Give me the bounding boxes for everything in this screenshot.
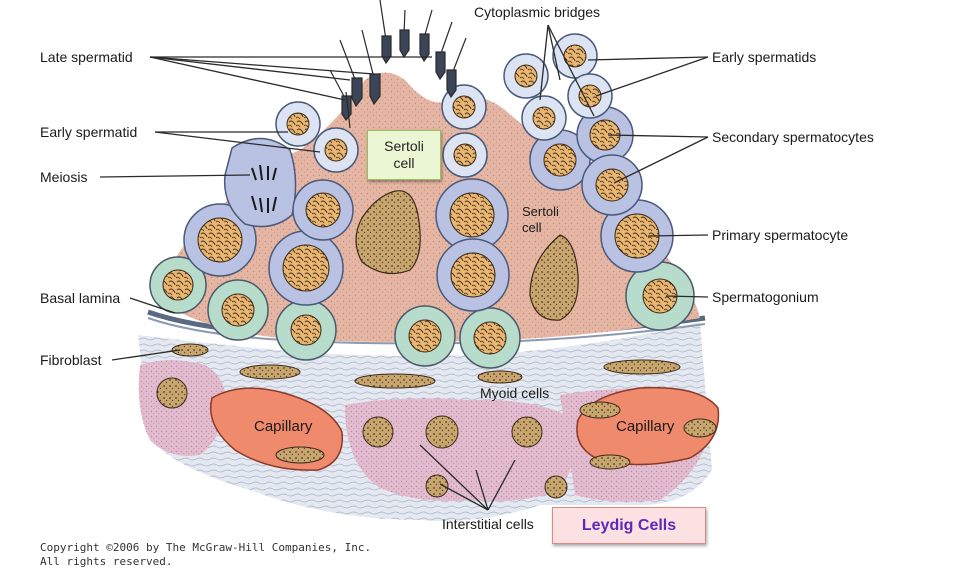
label-basal-lamina: Basal lamina	[40, 290, 121, 306]
label-early-spermatids: Early spermatids	[712, 49, 817, 65]
label-late-spermatid: Late spermatid	[40, 49, 133, 65]
spermatogonia	[149, 256, 695, 369]
label-sertoli-inner-line1: Sertoli	[522, 204, 559, 219]
early-spermatids	[275, 33, 613, 178]
label-spermatogonium: Spermatogonium	[712, 289, 819, 305]
leydig-callout-label: Leydig Cells	[581, 516, 677, 534]
label-cytoplasmic-bridges: Cytoplasmic bridges	[474, 4, 601, 20]
capillary-left	[210, 387, 344, 471]
meiosis-cell	[223, 137, 297, 228]
label-primary-spermatocyte: Primary spermatocyte	[712, 227, 849, 243]
label-myoid-cells: Myoid cells	[480, 385, 550, 401]
label-early-spermatid: Early spermatid	[40, 124, 138, 140]
leader-lines	[99, 24, 709, 511]
sertoli-nucleus-right	[529, 234, 579, 321]
interstitial-cells-cluster-middle	[345, 398, 576, 502]
copyright-notice: Copyright ©2006 by The McGraw-Hill Compa…	[40, 541, 371, 569]
label-meiosis: Meiosis	[40, 169, 88, 185]
copyright-line1: Copyright ©2006 by The McGraw-Hill Compa…	[40, 541, 372, 554]
sertoli-cell-callout: Sertoli cell	[367, 130, 441, 180]
sertoli-callout-line2: cell	[393, 155, 415, 171]
capillary-right	[576, 386, 720, 470]
sertoli-nucleus-left	[355, 190, 421, 275]
label-interstitial-cells: Interstitial cells	[442, 516, 534, 532]
primary-spermatocytes	[183, 178, 674, 312]
interstitial-nuclei	[156, 377, 568, 499]
late-spermatids	[329, 0, 467, 129]
secondary-spermatocytes	[292, 106, 643, 241]
label-secondary-spermatocytes: Secondary spermatocytes	[712, 129, 874, 145]
label-fibroblast: Fibroblast	[40, 352, 102, 368]
leydig-cells-callout: Leydig Cells	[552, 507, 706, 544]
label-sertoli-inner-line2: cell	[522, 220, 542, 235]
label-capillary-right: Capillary	[616, 418, 675, 435]
sertoli-callout-line1: Sertoli	[384, 138, 424, 154]
copyright-line2: All rights reserved.	[40, 555, 173, 568]
myoid-cells	[171, 343, 681, 389]
label-capillary-left: Capillary	[254, 418, 313, 435]
